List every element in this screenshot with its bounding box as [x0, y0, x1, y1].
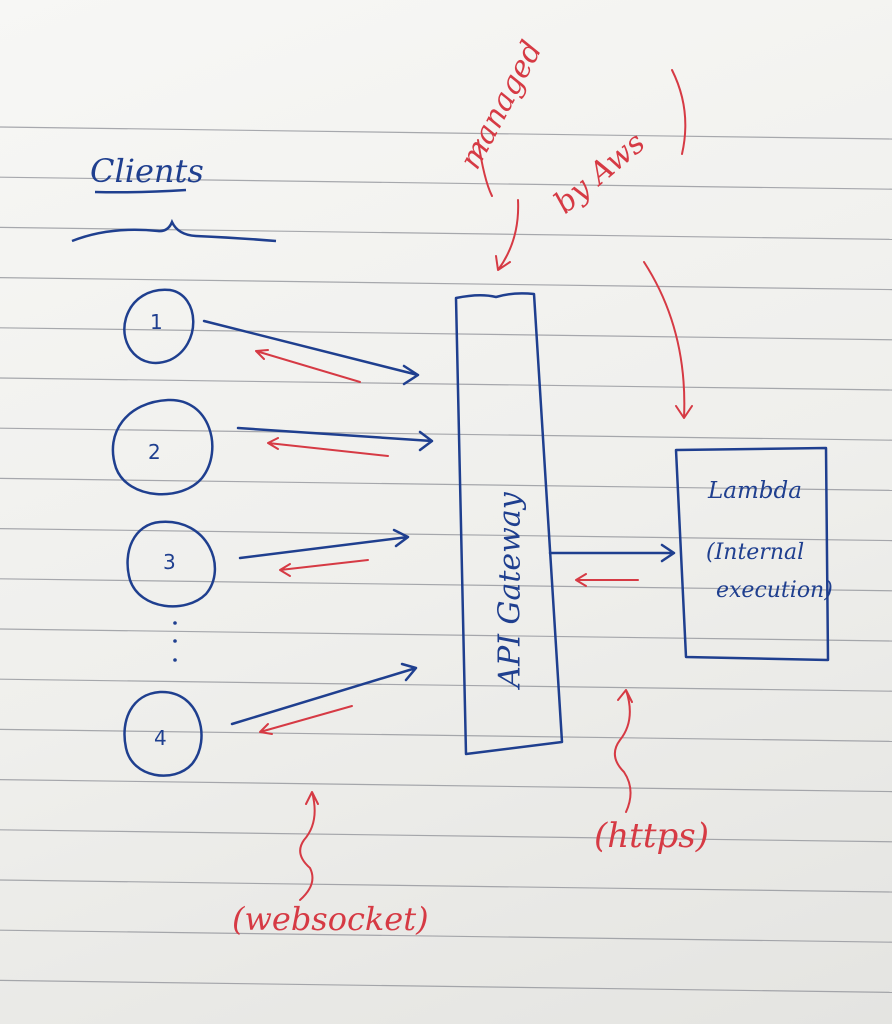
lambda-subtitle-line1: (Internal	[706, 540, 805, 565]
ruled-line	[0, 779, 892, 793]
ruled-line	[0, 126, 892, 140]
ruled-line	[0, 979, 892, 993]
ruled-line	[0, 477, 892, 491]
lambda-box	[674, 446, 830, 662]
lambda-subtitle-line2: execution)	[716, 578, 833, 603]
lambda-title: Lambda	[708, 478, 802, 504]
arrow-client-1-to-gateway	[202, 319, 420, 386]
pointer-managed-to-lambda	[643, 261, 693, 419]
clients-heading: Clients	[90, 152, 204, 190]
api-gateway-box	[454, 292, 564, 756]
return-arrow-to-client-2	[267, 437, 389, 457]
arrow-client-4-to-gateway	[230, 662, 418, 726]
ruled-line	[0, 879, 892, 893]
websocket-annotation: (websocket)	[232, 900, 429, 938]
ruled-line	[0, 829, 892, 843]
ruled-line	[0, 427, 892, 441]
squiggle-https	[613, 689, 633, 813]
ruled-line	[0, 277, 892, 291]
return-arrow-to-client-3	[279, 559, 369, 577]
ellipsis-dot	[173, 639, 177, 643]
client-2-label: 2	[148, 440, 161, 464]
ellipsis-dot	[173, 658, 177, 662]
return-arrow-to-client-1	[255, 349, 361, 383]
api-gateway-label: API Gateway	[492, 492, 528, 688]
return-arrow-to-client-4	[259, 705, 353, 735]
return-arrow-from-lambda	[575, 573, 639, 587]
ruled-line	[0, 528, 892, 542]
client-4-label: 4	[154, 726, 167, 750]
ruled-line	[0, 628, 892, 642]
ruled-lines	[0, 126, 892, 993]
ruled-line	[0, 176, 892, 190]
client-1-label: 1	[150, 310, 163, 334]
clients-brace	[71, 218, 277, 243]
bracket-managed-by-aws	[477, 69, 687, 197]
ruled-line	[0, 327, 892, 341]
squiggle-websocket	[299, 791, 319, 901]
arrow-gateway-to-lambda	[548, 543, 676, 563]
ruled-line	[0, 728, 892, 742]
client-circle-2	[111, 398, 214, 496]
pointer-managed-to-gateway	[495, 199, 520, 271]
client-3-label: 3	[163, 550, 176, 574]
ruled-line	[0, 377, 892, 391]
arrow-client-2-to-gateway	[236, 426, 434, 452]
heading-underline	[94, 188, 187, 194]
ruled-line	[0, 578, 892, 592]
arrow-client-3-to-gateway	[238, 528, 410, 560]
client-circle-3	[126, 520, 217, 608]
ellipsis-dot	[173, 621, 177, 625]
client-circle-4	[123, 690, 203, 777]
client-circle-1	[123, 288, 195, 365]
ruled-line	[0, 678, 892, 692]
https-annotation: (https)	[594, 816, 709, 856]
ruled-line	[0, 929, 892, 943]
